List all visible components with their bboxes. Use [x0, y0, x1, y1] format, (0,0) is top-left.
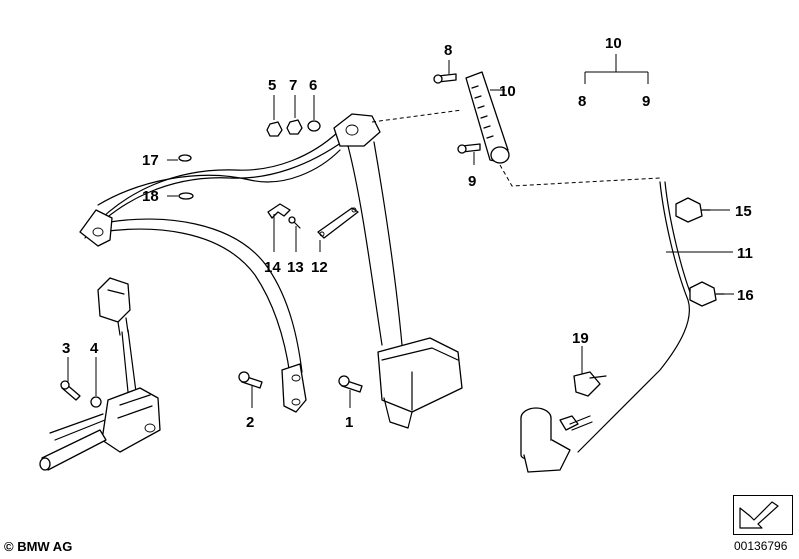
callout-3: 3 — [62, 340, 70, 357]
belt-end-fitting — [281, 363, 307, 413]
diagram-reference-number: 00136796 — [734, 539, 788, 553]
belt-guide-left — [79, 209, 113, 247]
cap-18 — [178, 192, 194, 200]
copyright-text: © BMW AG — [4, 539, 73, 554]
bolt-9 — [457, 143, 481, 154]
callout-18: 18 — [142, 188, 159, 205]
belt-strap-vertical — [347, 141, 403, 346]
inertia-reel — [377, 337, 463, 429]
callout-2: 2 — [246, 414, 254, 431]
nut-7 — [286, 119, 303, 135]
bolt-1 — [338, 375, 363, 393]
washer-4 — [90, 396, 102, 408]
callout-10-top: 10 — [499, 83, 516, 100]
navigation-box[interactable] — [733, 495, 793, 535]
pretensioner-cable — [577, 181, 694, 453]
buckle-tongue — [97, 277, 137, 393]
callout-6: 6 — [309, 77, 317, 94]
callout-17: 17 — [142, 152, 159, 169]
callout-4: 4 — [90, 340, 99, 357]
bolt-8 — [433, 73, 457, 84]
connector-15 — [675, 197, 711, 223]
height-adjuster — [465, 71, 510, 164]
callout-5: 5 — [268, 77, 276, 94]
callout-16: 16 — [737, 287, 754, 304]
callout-9-mid: 9 — [468, 173, 476, 190]
callout-8-legend: 8 — [578, 93, 586, 110]
callout-13: 13 — [287, 259, 304, 276]
callout-14: 14 — [264, 259, 281, 276]
nut-5 — [266, 121, 283, 137]
callout-8-top: 8 — [444, 42, 452, 59]
reference-dashed-line-2 — [499, 164, 661, 187]
callout-11: 11 — [737, 245, 753, 262]
buckle-assembly — [39, 387, 161, 471]
belt-deflector-upper — [333, 113, 381, 147]
callout-19: 19 — [572, 330, 589, 347]
callout-1: 1 — [345, 414, 353, 431]
washer-6 — [307, 120, 321, 132]
cap-17 — [178, 154, 192, 162]
leader-lines — [67, 54, 734, 408]
callout-9-legend: 9 — [642, 93, 650, 110]
bolt-3 — [60, 380, 81, 401]
screw-13 — [288, 216, 301, 229]
belt-strap-upper — [84, 131, 346, 239]
pretensioner-unit — [520, 407, 593, 473]
connector-16 — [689, 281, 725, 307]
arrow-icon — [739, 501, 779, 529]
reference-dashed-line — [371, 109, 463, 123]
cable-clip — [573, 371, 607, 397]
bolt-2 — [238, 371, 263, 389]
callout-10-legend: 10 — [605, 35, 622, 52]
callout-7: 7 — [289, 77, 297, 94]
callout-12: 12 — [311, 259, 328, 276]
clip-14 — [267, 203, 291, 219]
bracket-12 — [317, 207, 359, 239]
callout-15: 15 — [735, 203, 752, 220]
belt-strap-lower — [99, 218, 303, 376]
